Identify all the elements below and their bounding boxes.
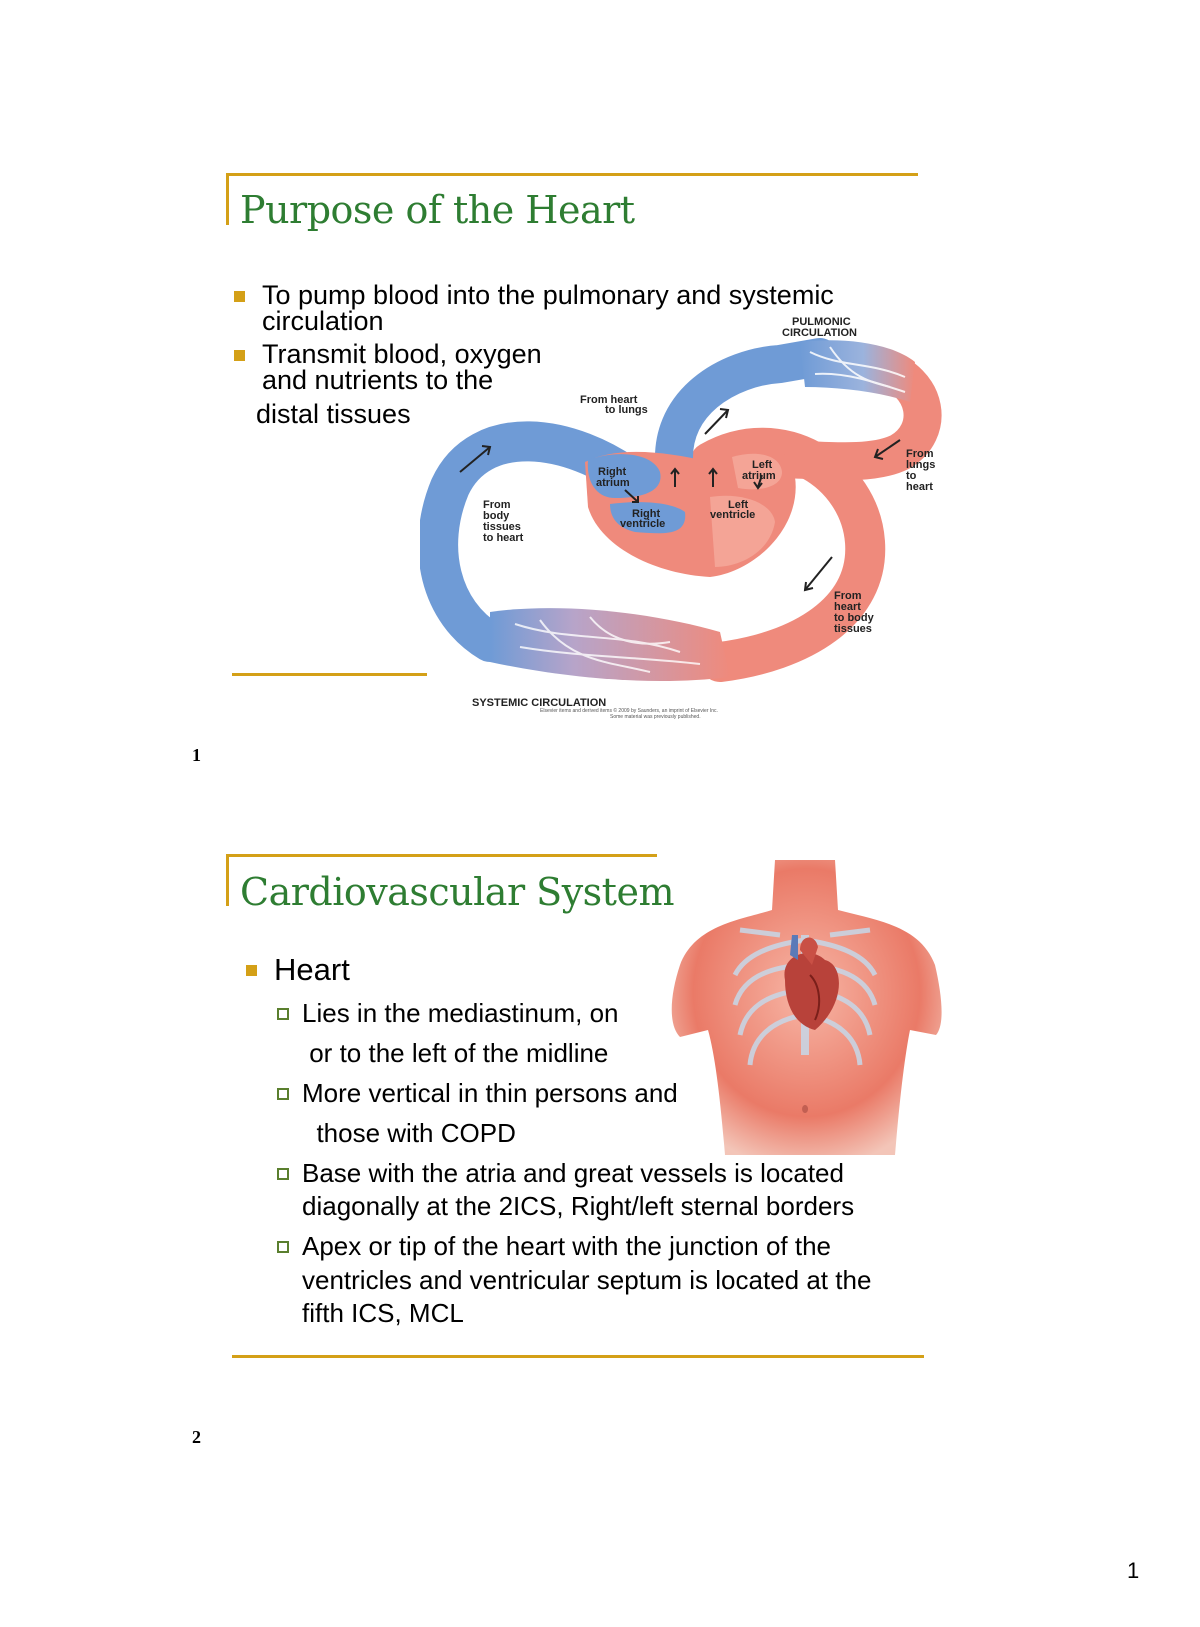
systemic-vein (420, 421, 655, 662)
title-frame-bottom (232, 1355, 924, 1358)
sub-bullet-marker (277, 1088, 289, 1100)
title-frame-bottom (232, 673, 427, 676)
sub-bullet-text: those with COPD (302, 1118, 516, 1148)
heart-to-body-4: tissues (834, 623, 872, 635)
heart-to-body-2: heart (834, 601, 861, 613)
slide-number: 2 (192, 1427, 201, 1447)
left-atrium (732, 453, 782, 490)
page-number: 1 (1127, 1558, 1140, 1583)
sub-bullet-text: More vertical in thin persons and (302, 1078, 678, 1108)
sub-bullet-text: Apex or tip of the heart with the juncti… (302, 1231, 831, 1261)
bullet-marker (246, 965, 257, 976)
bullet-text: Transmit blood, oxygen (262, 339, 542, 369)
systemic-label: SYSTEMIC CIRCULATION (472, 697, 606, 709)
flow-arrows (459, 408, 901, 592)
bullet-marker (234, 350, 245, 361)
body-to-heart-2: body (483, 510, 510, 522)
heart-to-lungs-1: From heart (580, 394, 638, 406)
left-ventricle-label-2: ventricle (710, 509, 755, 521)
sub-bullet-text: or to the left of the midline (302, 1038, 609, 1068)
bullet-heading: Heart (274, 952, 350, 987)
right-atrium (587, 454, 661, 498)
right-atrium-label-2: atrium (596, 477, 630, 489)
title-frame-top (226, 173, 918, 176)
title-frame-left (226, 173, 229, 225)
bullet-text: To pump blood into the pulmonary and sys… (262, 280, 834, 310)
pulmonic-label-2: CIRCULATION (782, 327, 857, 339)
heart-to-lungs-2: to lungs (605, 404, 648, 416)
left-ventricle-label-1: Left (728, 499, 749, 511)
sub-bullet-marker (277, 1168, 289, 1180)
sub-bullet-text: Lies in the mediastinum, on (302, 998, 619, 1028)
circulation-diagram: PULMONIC CIRCULATION From heart to lungs… (420, 316, 942, 720)
lungs-to-heart-1: From (906, 448, 934, 460)
right-ventricle-label-2: ventricle (620, 518, 665, 530)
slide-1: Purpose of the Heart To pump blood into … (0, 0, 1200, 800)
lungs-to-heart-4: heart (906, 481, 933, 493)
bullet-text: and nutrients to the (262, 365, 494, 395)
sub-bullet-text: diagonally at the 2ICS, Right/left stern… (302, 1191, 855, 1221)
sub-bullet-marker (277, 1241, 289, 1253)
title-frame-top (226, 854, 657, 857)
left-atrium-label-2: atrium (742, 470, 776, 482)
left-ventricle (710, 495, 775, 567)
title-frame-left (226, 854, 229, 906)
sub-bullet-text: Base with the atria and great vessels is… (302, 1158, 844, 1188)
bullet-text: circulation (262, 306, 384, 336)
pulmonic-label-1: PULMONIC (792, 316, 851, 328)
bullet-marker (234, 291, 245, 302)
sub-bullet-marker (277, 1008, 289, 1020)
pulmonary-artery (655, 338, 839, 491)
right-ventricle (610, 502, 686, 534)
body-to-heart-3: tissues (483, 521, 521, 533)
sub-bullet-text: ventricles and ventricular septum is loc… (302, 1265, 872, 1295)
credit-line-2: Some material was previously published. (610, 714, 701, 720)
slide-number: 1 (192, 745, 201, 765)
body-to-heart-1: From (483, 499, 511, 511)
credit-line-1: Elsevier items and derived items © 2009 … (540, 707, 718, 714)
slide-title: Purpose of the Heart (240, 188, 635, 232)
systemic-capillary-bed (490, 608, 730, 682)
pulmonic-capillary-bed (800, 340, 915, 402)
heart-to-body-3: to body (834, 612, 875, 624)
slide-2: Cardiovascular System Heart Lies in the … (0, 854, 1200, 1500)
bullet-text: distal tissues (256, 399, 411, 429)
lungs-to-heart-3: to (906, 470, 917, 482)
right-ventricle-label-1: Right (632, 508, 660, 520)
left-atrium-label-1: Left (752, 459, 773, 471)
heart-to-body-1: From (834, 590, 862, 602)
right-atrium-label-1: Right (598, 466, 626, 478)
torso-illustration (671, 860, 942, 1155)
sub-bullet-text: fifth ICS, MCL (302, 1298, 464, 1328)
body-to-heart-4: to heart (483, 532, 524, 544)
heart-icon (784, 935, 839, 1030)
slide-title: Cardiovascular System (240, 870, 674, 914)
lungs-to-heart-2: lungs (906, 459, 935, 471)
